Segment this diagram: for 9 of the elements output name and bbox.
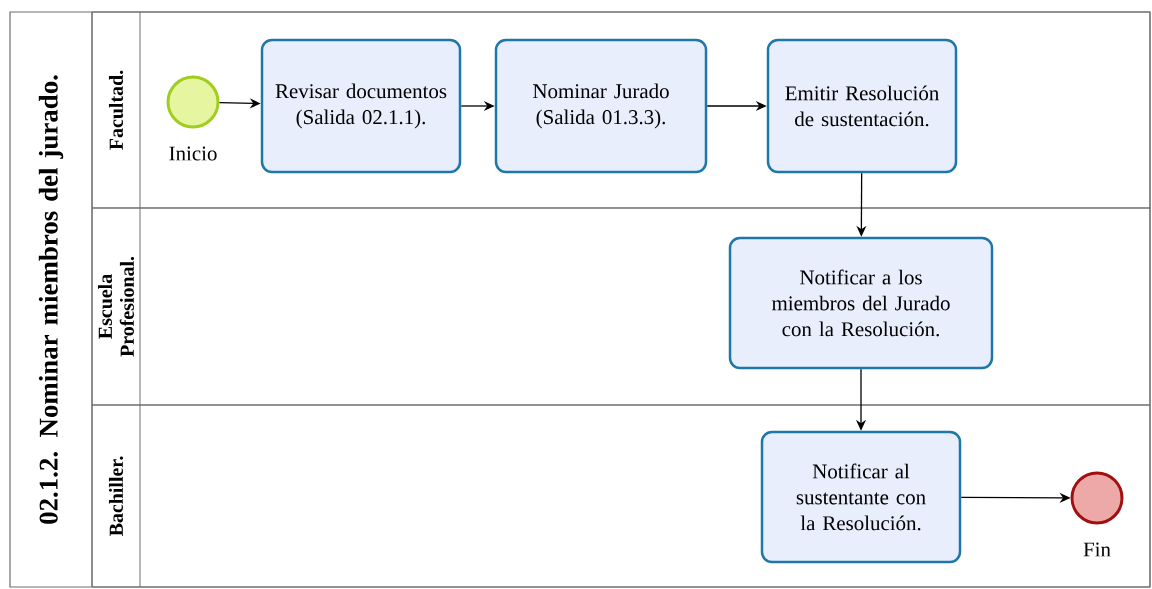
start-event-circle [166, 75, 220, 129]
task-box: Notificar a los miembros del Jurado con la Resolución. [728, 236, 994, 370]
task-box: Emitir Resolución de sustentación. [766, 38, 958, 174]
end-event-circle [1070, 471, 1124, 525]
task-box: Notificar al sustentante con la Resolución. [760, 430, 962, 564]
task-box: Revisar documentos (Salida 02.1.1). [260, 38, 462, 174]
event-label: Inicio [169, 146, 217, 161]
event-label: Fin [1083, 542, 1111, 557]
task-box: Nominar Jurado (Salida 01.3.3). [494, 38, 708, 174]
